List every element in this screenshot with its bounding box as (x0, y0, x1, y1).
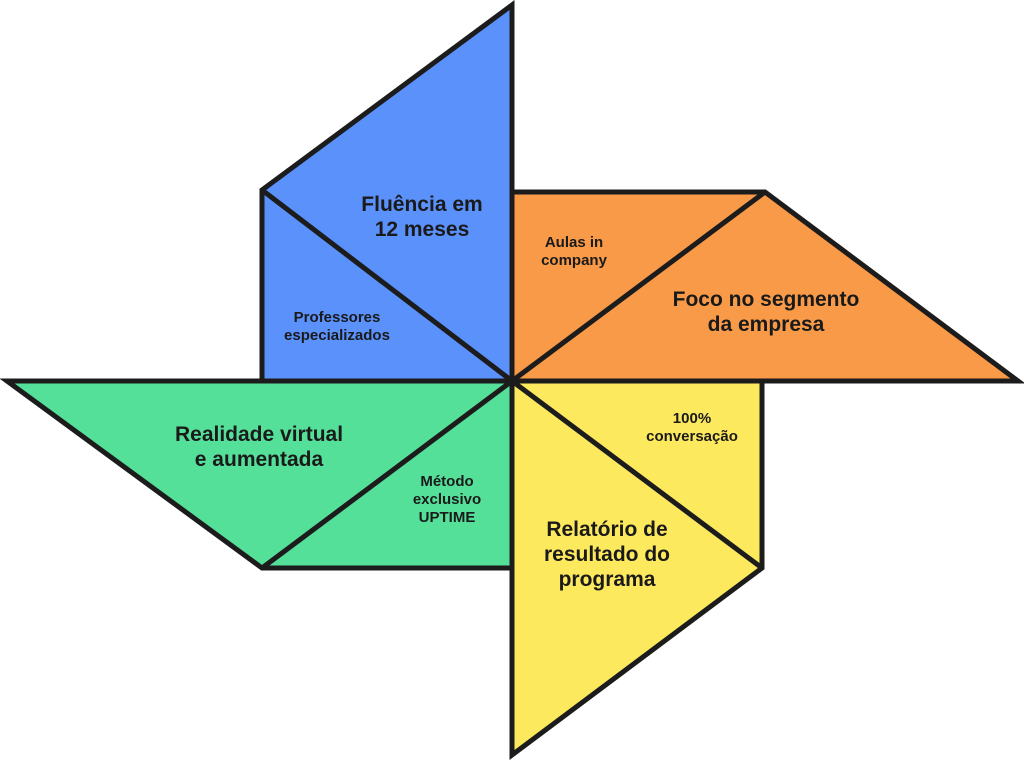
label-line: 100% (672, 410, 712, 427)
label-conversacao: 100% conversação (646, 410, 738, 446)
label-metodo: Método exclusivo UPTIME (413, 473, 481, 527)
divider-orange (510, 189, 767, 384)
label-line: conversação (646, 428, 738, 445)
divider-blue (260, 188, 514, 383)
label-line: Relatório de (546, 518, 668, 542)
label-line: company (541, 252, 607, 269)
blade-orange (509, 189, 1024, 384)
label-professores: Professores especializados (284, 309, 390, 345)
label-fluencia: Fluência em 12 meses (361, 192, 482, 242)
label-line: especializados (284, 327, 390, 344)
label-line: 12 meses (374, 218, 470, 241)
label-line: Método (420, 473, 474, 490)
label-line: Aulas in (544, 234, 604, 251)
label-aulas: Aulas in company (541, 234, 607, 270)
label-line: e aumentada (194, 448, 324, 471)
label-line: Professores (293, 309, 381, 326)
label-line: programa (558, 568, 656, 592)
label-line: Fluência em (361, 192, 483, 216)
label-realidade: Realidade virtual e aumentada (175, 422, 343, 472)
label-foco: Foco no segmento da empresa (673, 287, 860, 337)
label-line: exclusivo (412, 491, 482, 508)
label-line: resultado do (543, 543, 671, 567)
label-line: Foco no segmento (672, 287, 860, 311)
label-line: UPTIME (418, 509, 476, 526)
divider-green (260, 378, 514, 571)
label-line: da empresa (707, 313, 825, 336)
divider-yellow (510, 378, 764, 571)
label-relatorio: Relatório de resultado do programa (544, 517, 670, 593)
label-line: Realidade virtual (174, 422, 344, 446)
